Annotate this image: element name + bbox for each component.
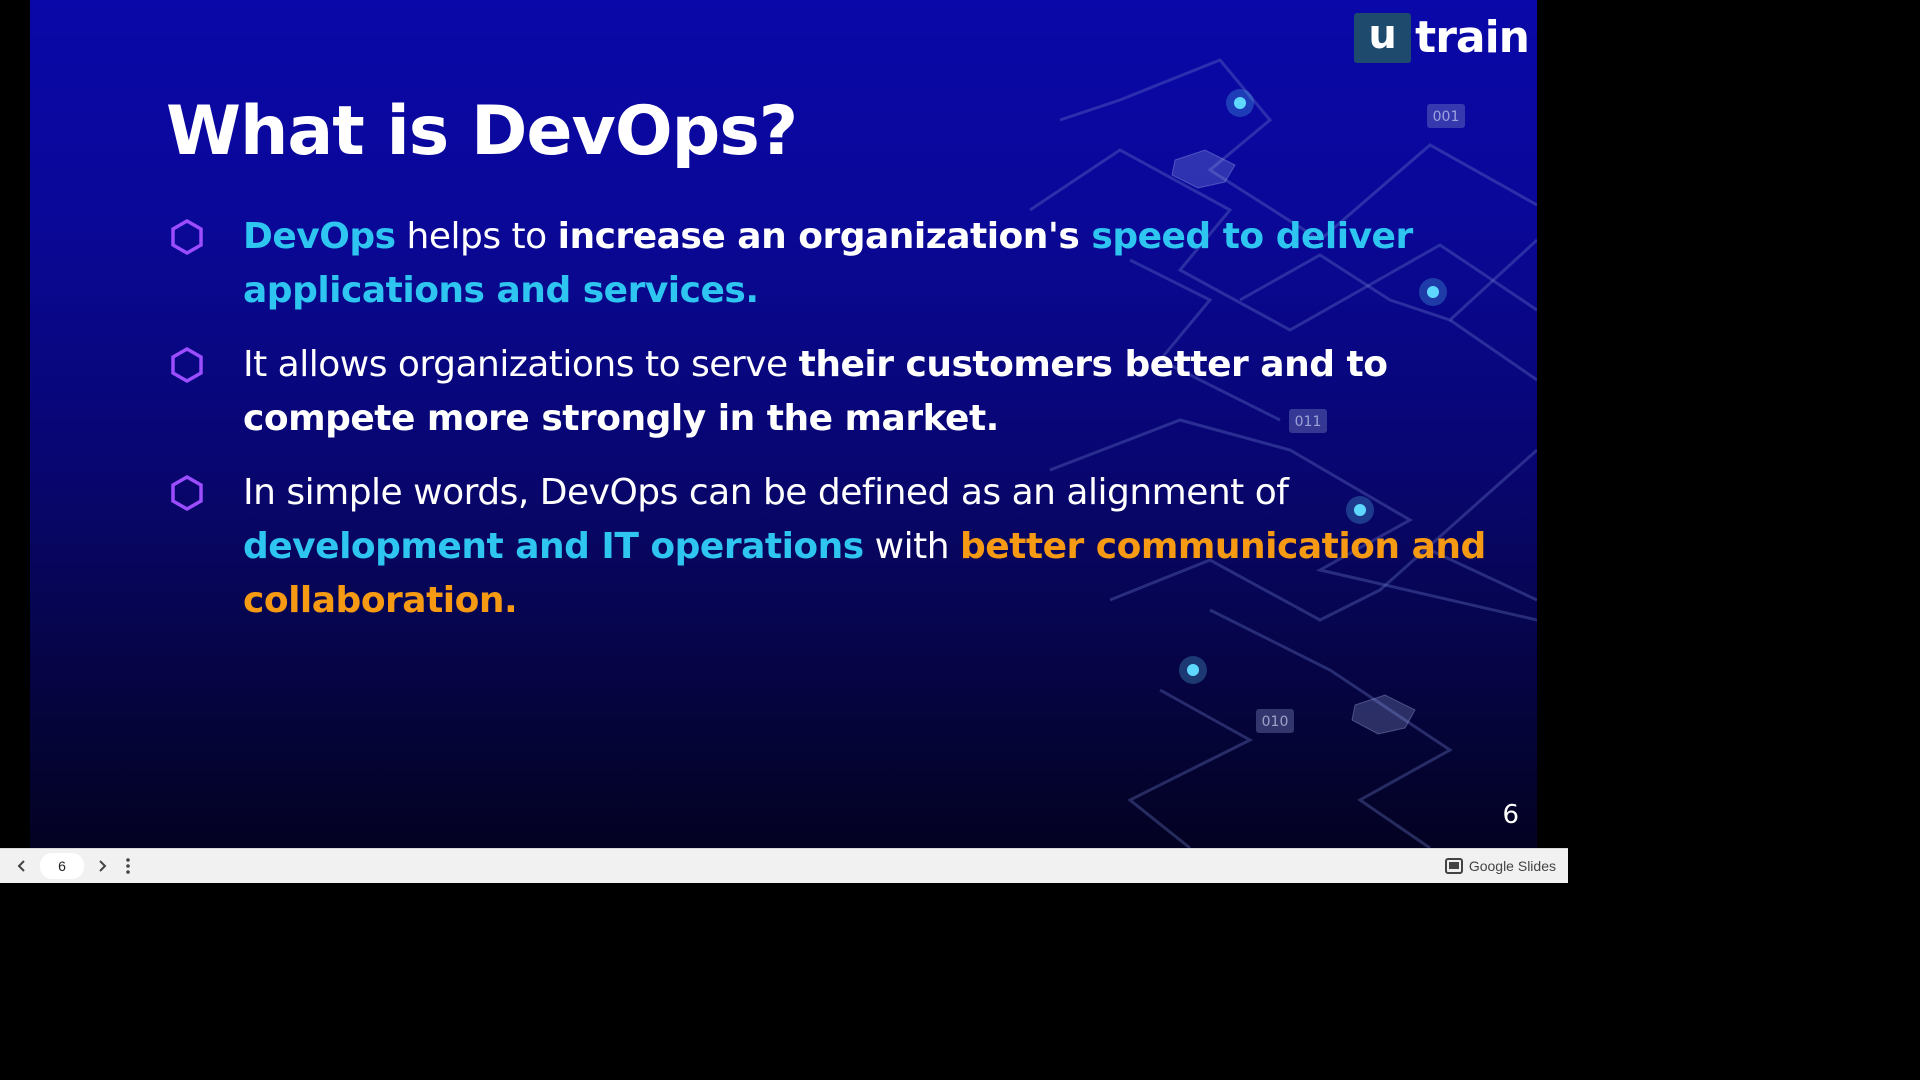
text-run: It allows organizations to serve — [243, 344, 799, 385]
utrain-logo: u train — [1354, 12, 1530, 63]
hexagon-bullet-icon — [171, 474, 203, 512]
text-run: with — [863, 526, 960, 567]
more-options-button[interactable] — [116, 852, 140, 880]
bullet-text: It allows organizations to serve their c… — [243, 338, 1486, 446]
google-slides-link[interactable]: Google Slides — [1444, 858, 1556, 874]
slides-viewer: 001 011 010 u train What is DevOps? DevO… — [0, 0, 1568, 883]
slides-toolbar: Google Slides — [0, 848, 1568, 883]
bullet-item: It allows organizations to serve their c… — [166, 338, 1486, 446]
slide: 001 011 010 u train What is DevOps? DevO… — [30, 0, 1537, 848]
text-run: better communication and collaboration. — [243, 526, 1486, 621]
network-background: 001 011 010 — [1029, 58, 1537, 848]
chevron-left-icon — [17, 860, 25, 872]
logo-mark: u — [1354, 12, 1412, 63]
slide-title: What is DevOps? — [166, 92, 798, 171]
chevron-right-icon — [99, 860, 107, 872]
more-vert-icon — [126, 858, 130, 874]
bg-label-011: 011 — [1295, 414, 1322, 430]
previous-slide-button[interactable] — [8, 852, 36, 880]
text-run: their customers better and to compete mo… — [243, 344, 1388, 439]
bullet-text: DevOps helps to increase an organization… — [243, 210, 1486, 318]
page-number-input[interactable] — [40, 853, 84, 879]
slide-page-number: 6 — [1502, 800, 1519, 830]
bg-label-001: 001 — [1433, 109, 1460, 125]
bullet-item: DevOps helps to increase an organization… — [166, 210, 1486, 318]
hexagon-bullet-icon — [171, 346, 203, 384]
bg-label-010: 010 — [1262, 714, 1289, 730]
slides-icon — [1444, 858, 1463, 874]
logo-text: train — [1415, 12, 1530, 63]
hexagon-bullet-icon — [171, 218, 203, 256]
text-run: speed to deliver applications and servic… — [243, 216, 1413, 311]
text-run: increase an organization's — [557, 216, 1092, 257]
text-run: development and IT operations — [243, 526, 864, 567]
text-run: In simple words, DevOps can be defined a… — [243, 472, 1289, 513]
text-run: helps to — [395, 216, 558, 257]
next-slide-button[interactable] — [88, 852, 116, 880]
bullet-text: In simple words, DevOps can be defined a… — [243, 466, 1486, 628]
google-slides-label: Google Slides — [1468, 858, 1556, 874]
bullet-item: In simple words, DevOps can be defined a… — [166, 466, 1486, 628]
text-run: DevOps — [243, 216, 396, 257]
bullet-list: DevOps helps to increase an organization… — [166, 210, 1486, 648]
